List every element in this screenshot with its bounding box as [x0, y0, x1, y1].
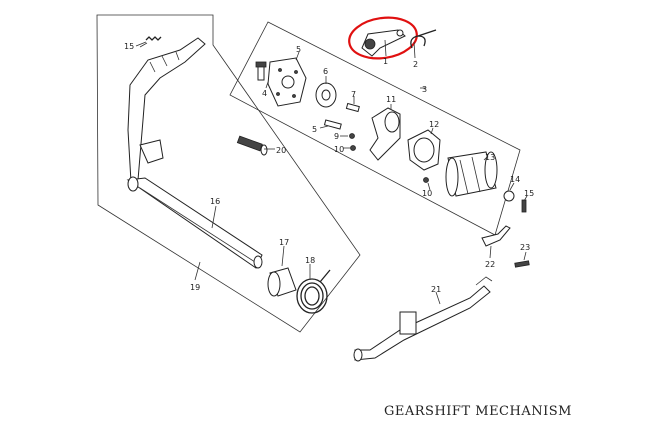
- diagram-caption: GEARSHIFT MECHANISM: [384, 404, 572, 419]
- callout-2: 2: [413, 60, 418, 69]
- part-20-shift-arm: [126, 37, 263, 269]
- part-7-pin: [345, 102, 360, 113]
- callout-12: 12: [429, 120, 439, 129]
- part-5b-pin: [323, 119, 342, 130]
- part-16-spring: [139, 36, 162, 48]
- callout-10: 10: [334, 145, 344, 154]
- callout-5b: 5: [312, 125, 317, 134]
- part-5-star-plate: [267, 57, 307, 107]
- callout-19: 18: [305, 256, 315, 265]
- part-10-pin: [350, 145, 356, 151]
- callout-15: 15: [524, 189, 534, 198]
- part-19-return-spring: [296, 269, 331, 314]
- part-21-bolt: [236, 135, 268, 156]
- callout-labels: 15 1 2 3 4 5 6 7 5 9 10 11 12 13 14 15 1…: [124, 42, 534, 294]
- part-14-cam: [503, 190, 515, 202]
- part-10b-pin: [423, 177, 429, 183]
- callout-18: 17: [279, 238, 289, 247]
- part-24-bolt: [514, 260, 530, 268]
- callout-17: 16: [210, 197, 220, 206]
- leader-lines: [135, 39, 528, 305]
- part-18-collar: [267, 267, 297, 297]
- callout-24: 23: [520, 243, 530, 252]
- part-15-bolt: [521, 199, 527, 213]
- highlight-ring: [348, 16, 418, 60]
- callout-4: 4: [262, 89, 267, 98]
- callout-11: 11: [386, 95, 396, 104]
- callout-1: 1: [383, 57, 388, 66]
- callout-20: 19: [190, 283, 200, 292]
- callout-9: 9: [334, 132, 339, 141]
- part-23-stopper: [481, 225, 511, 247]
- callout-6: 6: [323, 67, 328, 76]
- part-6-washer: [315, 82, 337, 108]
- callout-22: 21: [431, 285, 441, 294]
- callout-10b: 10: [422, 189, 432, 198]
- callout-16: 15: [124, 42, 134, 51]
- callout-23: 22: [485, 260, 495, 269]
- callout-21: 20: [276, 146, 286, 155]
- left-assembly-outline: [96, 14, 361, 333]
- callout-3: 3: [422, 85, 427, 94]
- callout-5: 5: [296, 45, 301, 54]
- part-1-stopper-arm: [361, 29, 406, 57]
- part-11-shift-fork: [369, 107, 401, 161]
- part-9-pin: [349, 133, 355, 139]
- part-2-spring: [410, 29, 437, 49]
- part-4-bolt: [255, 61, 267, 81]
- part-22-shift-pedal: [353, 276, 493, 362]
- callout-13: 13: [485, 153, 495, 162]
- callout-14: 14: [510, 175, 520, 184]
- callout-7: 7: [351, 90, 356, 99]
- part-13-shift-drum: [445, 151, 498, 197]
- part-12-shift-fork: [407, 129, 441, 171]
